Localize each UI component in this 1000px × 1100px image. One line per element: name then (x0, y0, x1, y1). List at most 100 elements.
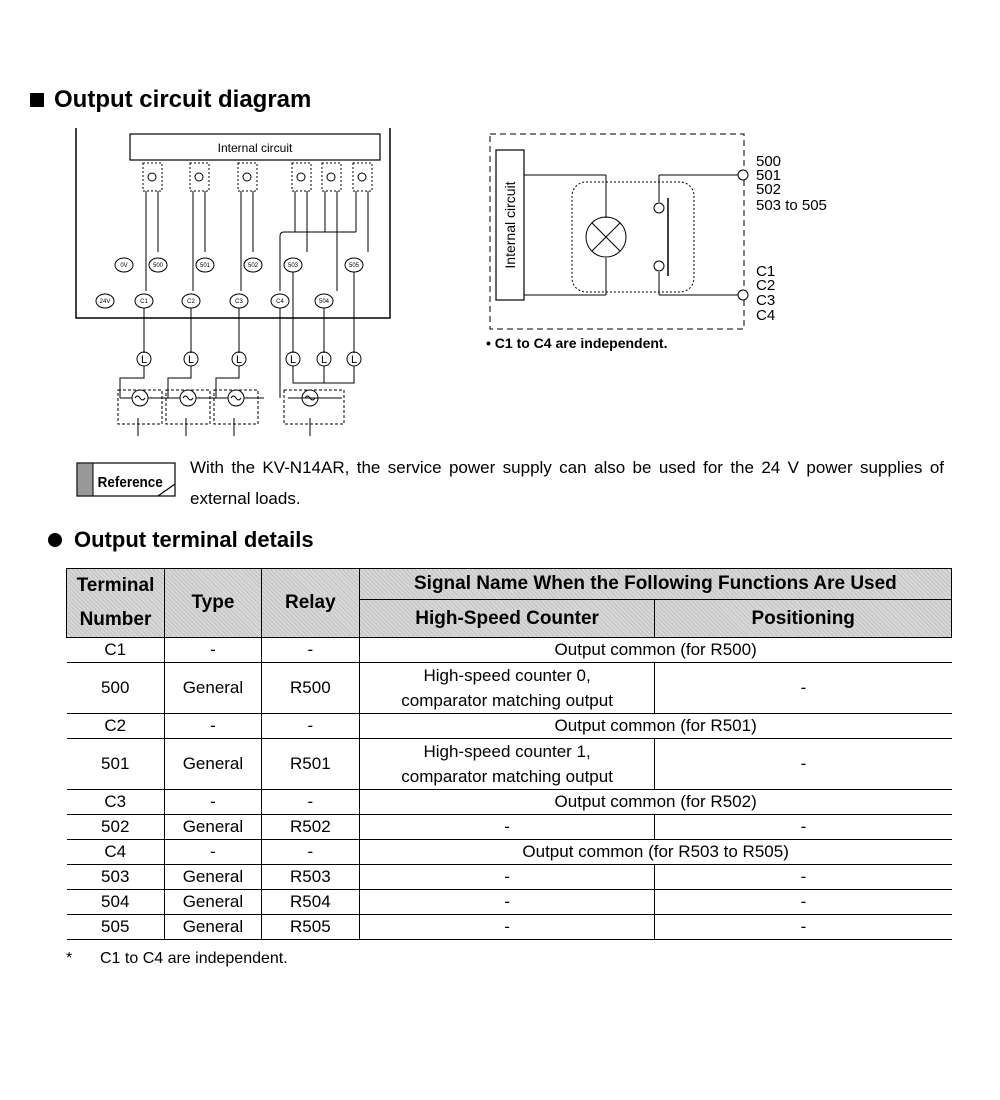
top-terminal-503-505: 503 to 505 (756, 197, 827, 214)
right-schematic-diagram: Internal circuit 500 501 502 503 to 505 … (486, 133, 827, 351)
terminal-label-c1: C1 (140, 299, 148, 305)
reference-icon: Reference (76, 462, 176, 497)
top-terminal-502: 502 (756, 181, 781, 198)
top-terminal-500: 500 (756, 153, 781, 170)
section-heading: Output circuit diagram (30, 86, 311, 114)
header-relay: Relay (260, 568, 360, 638)
relay-cell: R502 (260, 814, 360, 840)
right-internal-circuit-label: Internal circuit (502, 181, 518, 268)
terminal-label-501: 501 (200, 263, 211, 269)
positioning-cell: - (654, 914, 952, 940)
hsc-cell: - (358, 914, 655, 940)
terminal-cell: 503 (66, 864, 165, 890)
hsc-cell: - (358, 814, 655, 840)
type-cell: General (163, 864, 262, 890)
terminal-cell: C2 (66, 713, 165, 739)
merged-signal-cell: Output common (for R503 to R505) (358, 839, 952, 865)
footnote-marker: * (66, 950, 73, 967)
reference-icon-label: Reference (98, 474, 163, 491)
positioning-cell: - (654, 864, 952, 890)
positioning-cell: - (654, 889, 952, 915)
bottom-terminal-c2: C2 (756, 277, 775, 294)
load-label: L (236, 354, 242, 366)
terminal-cell: 501 (66, 738, 165, 790)
bottom-terminal-c3: C3 (756, 292, 775, 309)
hsc-cell: - (358, 889, 655, 915)
left-wiring-diagram: Internal circuit 0V 500 (75, 128, 391, 436)
positioning-cell: - (654, 662, 952, 714)
left-internal-circuit-label: Internal circuit (218, 141, 293, 155)
load-label: L (321, 354, 327, 366)
top-terminal-501: 501 (756, 167, 781, 184)
terminal-cell: 502 (66, 814, 165, 840)
relay-cell: - (260, 839, 360, 865)
relay-cell: R501 (260, 738, 360, 790)
relay-cell: - (260, 637, 360, 663)
table-row: C3 - - Output common (for R502) (66, 789, 952, 815)
header-high-speed-counter: High-Speed Counter (358, 599, 656, 638)
type-cell: General (163, 914, 262, 940)
merged-signal-cell: Output common (for R500) (358, 637, 952, 663)
relay-cell: - (260, 713, 360, 739)
terminal-cell: 500 (66, 662, 165, 714)
hsc-cell: High-speed counter 1, comparator matchin… (358, 738, 655, 790)
table-row: 500 General R500 High-speed counter 0, c… (66, 662, 952, 714)
relay-cell: R505 (260, 914, 360, 940)
reference-text: With the KV-N14AR, the service power sup… (190, 458, 944, 508)
subsection-title: Output terminal details (74, 527, 314, 552)
table-row: C1 - - Output common (for R500) (66, 637, 952, 663)
terminal-label-0v: 0V (120, 263, 127, 269)
type-cell: General (163, 814, 262, 840)
header-terminal-number: Terminal Number (66, 568, 165, 638)
load-label: L (351, 354, 357, 366)
diagram-note: • C1 to C4 are independent. (486, 335, 668, 351)
relay-cell: R503 (260, 864, 360, 890)
terminal-label-c2: C2 (187, 299, 195, 305)
table-row: 503 General R503 - - (66, 864, 952, 890)
terminal-label-c4: C4 (276, 299, 284, 305)
table-row: C4 - - Output common (for R503 to R505) (66, 839, 952, 865)
type-cell: General (163, 662, 262, 714)
section-title: Output circuit diagram (54, 86, 312, 113)
positioning-cell: - (654, 814, 952, 840)
table-row: 505 General R505 - - (66, 914, 952, 940)
hsc-cell: - (358, 864, 655, 890)
footnote: * C1 to C4 are independent. (66, 950, 288, 968)
terminal-cell: 505 (66, 914, 165, 940)
bottom-terminal-c4: C4 (756, 307, 775, 324)
terminal-label-502: 502 (248, 263, 259, 269)
type-cell: - (163, 713, 262, 739)
relay-cell: R504 (260, 889, 360, 915)
header-type: Type (163, 568, 262, 638)
terminal-label-504: 504 (319, 299, 330, 305)
type-cell: General (163, 738, 262, 790)
hsc-cell: High-speed counter 0, comparator matchin… (358, 662, 655, 714)
terminal-label-505: 505 (349, 263, 360, 269)
relay-cell: R500 (260, 662, 360, 714)
subsection-heading: Output terminal details (48, 527, 314, 553)
square-bullet-icon (30, 93, 44, 107)
bottom-terminal-c1: C1 (756, 263, 775, 280)
load-label: L (141, 354, 147, 366)
load-label: L (290, 354, 296, 366)
terminal-cell: C4 (66, 839, 165, 865)
positioning-cell: - (654, 738, 952, 790)
output-terminal-table: Terminal Number Type Relay Signal Name W… (66, 567, 953, 940)
footnote-text: C1 to C4 are independent. (100, 950, 288, 967)
round-bullet-icon (48, 533, 62, 547)
header-signal-name: Signal Name When the Following Functions… (358, 567, 953, 601)
type-cell: General (163, 889, 262, 915)
terminal-label-503: 503 (288, 263, 299, 269)
merged-signal-cell: Output common (for R502) (358, 789, 952, 815)
terminal-label-500: 500 (153, 263, 164, 269)
table-row: 502 General R502 - - (66, 814, 952, 840)
type-cell: - (163, 839, 262, 865)
merged-signal-cell: Output common (for R501) (358, 713, 952, 739)
load-label: L (188, 354, 194, 366)
terminal-label-24v: 24V (100, 299, 111, 305)
terminal-cell: C1 (66, 637, 165, 663)
relay-cell: - (260, 789, 360, 815)
terminal-cell: 504 (66, 889, 165, 915)
table-row: 501 General R501 High-speed counter 1, c… (66, 738, 952, 790)
type-cell: - (163, 637, 262, 663)
